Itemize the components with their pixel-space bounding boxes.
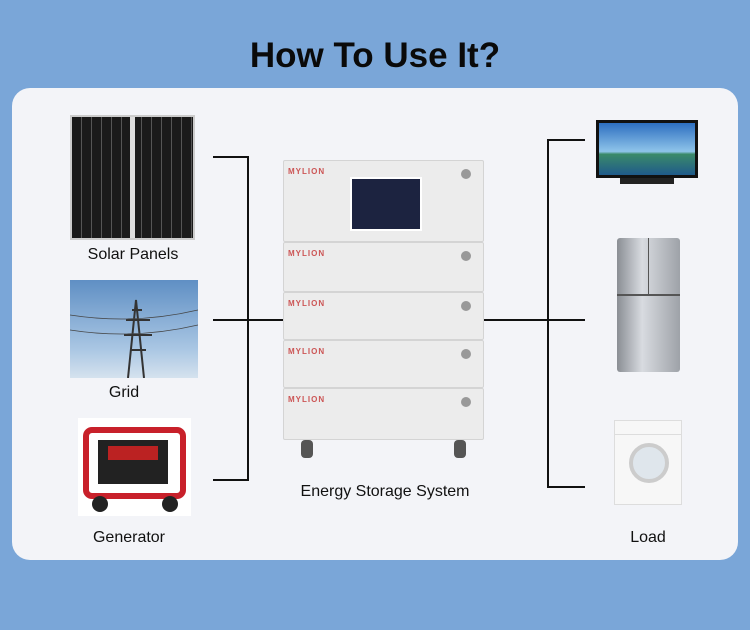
connector-line <box>213 156 249 158</box>
source-label-solar: Solar Panels <box>87 246 179 263</box>
tv-stand <box>620 178 674 184</box>
refrigerator-image <box>617 238 680 372</box>
washing-machine-image <box>614 420 682 505</box>
connector-line <box>547 139 549 488</box>
connector-line <box>247 156 249 481</box>
connector-line <box>213 479 249 481</box>
connector-line <box>547 139 585 141</box>
power-grid-image <box>69 280 199 379</box>
generator-image <box>78 418 191 516</box>
display-screen <box>350 177 422 231</box>
system-label: Energy Storage System <box>300 483 470 500</box>
solar-panel-image <box>70 115 195 240</box>
connector-line <box>547 486 585 488</box>
load-label: Load <box>630 529 666 546</box>
tv-image <box>596 120 698 178</box>
source-label-grid: Grid <box>108 384 140 401</box>
energy-storage-system-image: MYLION MYLION MYLION MYLION MYLION <box>283 160 484 460</box>
wheel <box>454 440 466 458</box>
source-label-generator: Generator <box>92 529 166 546</box>
page-title: How To Use It? <box>249 36 501 75</box>
wheel <box>301 440 313 458</box>
connector-line <box>213 319 285 321</box>
connector-line <box>484 319 585 321</box>
